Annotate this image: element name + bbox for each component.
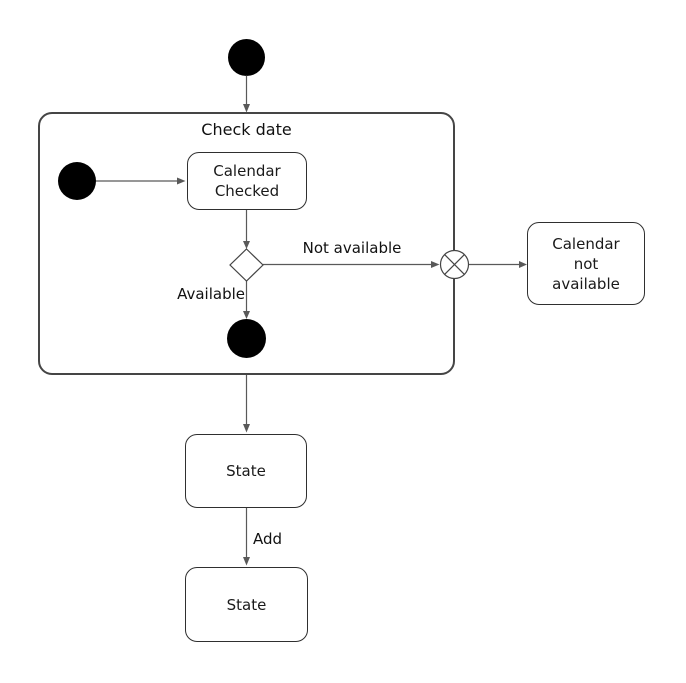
initial-state-icon[interactable] — [58, 162, 96, 200]
arrowhead-icon — [519, 261, 527, 268]
arrowhead-icon — [243, 557, 250, 566]
state-label: State — [226, 595, 267, 614]
transition-label-not-available: Not available — [302, 239, 402, 257]
composite-state-check-date[interactable]: Check date — [38, 112, 455, 375]
exit-point-icon[interactable] — [439, 249, 470, 280]
state-upper[interactable]: State — [185, 434, 307, 508]
initial-state-icon[interactable] — [228, 39, 265, 76]
choice-diamond-icon[interactable] — [229, 248, 264, 282]
arrowhead-icon — [177, 177, 186, 185]
arrowhead-icon — [431, 261, 440, 268]
arrowhead-icon — [243, 424, 250, 433]
state-label: Calendar not available — [552, 234, 620, 293]
state-calendar-not-available[interactable]: Calendar not available — [527, 222, 645, 305]
transition-label-add: Add — [253, 530, 283, 548]
state-label: State — [226, 462, 266, 480]
arrowhead-icon — [243, 104, 250, 113]
state-lower[interactable]: State — [185, 567, 308, 642]
arrowhead-icon — [243, 311, 250, 319]
state-calendar-checked[interactable]: Calendar Checked — [187, 152, 307, 210]
final-state-icon[interactable] — [227, 319, 266, 358]
state-label: Calendar Checked — [213, 162, 281, 200]
composite-state-title: Check date — [201, 120, 292, 139]
arrowhead-icon — [243, 241, 250, 249]
transition-label-available: Available — [177, 285, 245, 303]
